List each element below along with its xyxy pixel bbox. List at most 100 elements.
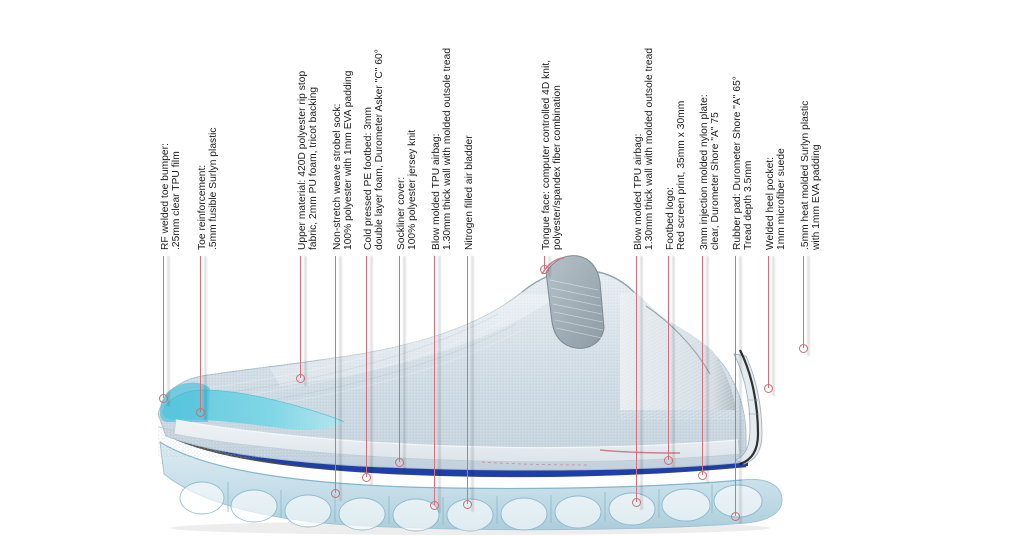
callout-label: Rubber pad: Durometer Shore "A" 65°Tread… <box>732 76 755 250</box>
callout-label-line1: Welded heel pocket: <box>765 156 776 250</box>
callout-label: Toe reinforcement:.5mm fusible Surlyn pl… <box>197 127 220 250</box>
leader-line <box>803 256 805 348</box>
leader-line <box>544 256 546 269</box>
leader-line <box>636 256 638 502</box>
callout-label-line2: 1.30mm thick wall with molded outsole tr… <box>644 47 656 250</box>
leader-endpoint-dot <box>463 499 476 513</box>
outsole-tread-lobes <box>180 482 762 531</box>
callout-label-line1: 3mm injection molded nylon plate: <box>699 94 710 250</box>
leader-line <box>399 256 401 462</box>
leader-endpoint-dot <box>764 383 777 397</box>
callout-label: Welded heel pocket:1mm microfiber suede <box>765 148 788 250</box>
callout-label: Blow molded TPU airbag:1.30mm thick wall… <box>633 48 656 250</box>
callout-label-line1: Non-stretch weave strobel sock: <box>332 103 343 250</box>
callout-label-line2: 1.30mm thick wall with molded outsole tr… <box>442 47 454 250</box>
callout-label-line2: 1mm microfiber suede <box>776 148 788 250</box>
outsole-lobe-outlines <box>179 481 763 532</box>
callout-label-line1: Upper material: 420D polyester rip stop <box>297 70 308 250</box>
footbed-sockliner <box>173 419 741 463</box>
midsole-red-stitch <box>481 461 591 466</box>
leader-line-shadow <box>739 256 742 524</box>
leader-line-shadow <box>370 256 373 485</box>
callout-label-line1: Nitrogen filled air bladder <box>464 135 475 250</box>
heel-edge-dark-line <box>739 349 760 466</box>
callout-label: Footbed logo:Red screen print, 35mm x 30… <box>665 101 688 250</box>
leader-line-shadow <box>706 256 709 483</box>
callout-label-line1: Blow molded TPU airbag: <box>633 133 644 251</box>
tongue <box>541 255 605 349</box>
leader-line-shadow <box>640 256 643 510</box>
leader-endpoint-dot <box>430 500 443 514</box>
callout-label-line1: Tongue face: computer controlled 4D knit… <box>541 59 552 250</box>
callout-label-line2: Tread depth 3.5mm <box>743 160 755 250</box>
leader-endpoint-dot <box>540 264 553 278</box>
callout-label-line1: Sockliner cover: <box>396 176 407 250</box>
leader-line <box>200 256 202 412</box>
leader-line-shadow <box>204 256 207 420</box>
callout-label-line2: .25mm clear TPU film <box>171 151 183 250</box>
leader-line-shadow <box>438 256 441 513</box>
tongue-ribs <box>549 279 604 339</box>
callout-label-line1: Rubber pad: Durometer Shore "A" 65° <box>732 76 743 250</box>
callout-label-line2: 100% polyester jersey knit <box>407 129 419 250</box>
leader-line-shadow <box>339 256 342 501</box>
callout-label-line1: Cold pressed PE footbed: 3mm <box>363 107 374 250</box>
leader-line-shadow <box>304 256 307 386</box>
leader-line-shadow <box>772 256 775 396</box>
callout-label-line2: polyester/spandex fiber combination <box>552 85 564 250</box>
leader-endpoint-dot <box>159 393 172 407</box>
callout-label-line1: Blow molded TPU airbag: <box>431 133 442 251</box>
lower-mesh-band <box>158 426 746 458</box>
leader-line <box>300 256 302 378</box>
air-bladder-unit <box>159 441 783 532</box>
leader-line <box>735 256 737 516</box>
callout-label-line2: Red screen print, 35mm x 30mm <box>676 100 688 250</box>
leader-line-shadow <box>403 256 406 470</box>
callout-label-line2: fabric, 2mm PU foam, tricot backing <box>308 86 320 250</box>
callout-label: RF welded toe bumper:.25mm clear TPU fil… <box>160 143 183 250</box>
callout-label-line1: RF welded toe bumper: <box>160 143 171 250</box>
leader-line <box>434 256 436 505</box>
callout-label: 3mm injection molded nylon plate:clear, … <box>699 94 722 250</box>
leader-line-shadow <box>672 256 675 468</box>
heel-collar <box>620 290 746 420</box>
callout-label-line2: clear, Durometer Shore "A" 75 <box>710 112 722 250</box>
leader-endpoint-dot <box>698 470 711 484</box>
leader-line <box>163 256 165 398</box>
leader-endpoint-dot <box>664 455 677 469</box>
callout-label: Tongue face: computer controlled 4D knit… <box>541 60 564 250</box>
air-unit-septa <box>227 482 713 525</box>
leader-line-shadow <box>167 256 170 406</box>
air-unit-top-edge <box>159 441 743 490</box>
callout-label: Nitrogen filled air bladder <box>464 135 475 250</box>
callout-label-line1: Toe reinforcement: <box>197 164 208 250</box>
leader-line <box>467 256 469 504</box>
leader-line <box>335 256 337 493</box>
leader-line <box>668 256 670 460</box>
leader-endpoint-dot <box>296 373 309 387</box>
leader-line <box>768 256 770 388</box>
callout-label: Sockliner cover:100% polyester jersey kn… <box>396 130 419 250</box>
leader-line <box>702 256 704 475</box>
callout-label-line2: 100% polyester with 1mm EVA padding <box>343 70 355 250</box>
leader-endpoint-dot <box>799 343 812 357</box>
callout-label: Non-stretch weave strobel sock:100% poly… <box>332 71 355 250</box>
leader-endpoint-dot <box>362 472 375 486</box>
leader-endpoint-dot <box>196 407 209 421</box>
callout-label: Blow molded TPU airbag:1.30mm thick wall… <box>431 48 454 250</box>
leader-endpoint-dot <box>331 488 344 502</box>
leader-endpoint-dot <box>731 511 744 525</box>
leader-line-shadow <box>807 256 810 356</box>
leader-endpoint-dot <box>395 457 408 471</box>
callout-label-line2: .5mm fusible Surlyn plastic <box>208 127 220 250</box>
leader-line <box>366 256 368 477</box>
shoe-vector <box>157 255 783 535</box>
leader-line-shadow <box>548 256 551 277</box>
midsole-blue-stripe <box>174 428 748 477</box>
callout-label-line2: double layer foam, Durometer Asker "C" 6… <box>374 49 386 250</box>
leader-endpoint-dot <box>632 497 645 511</box>
